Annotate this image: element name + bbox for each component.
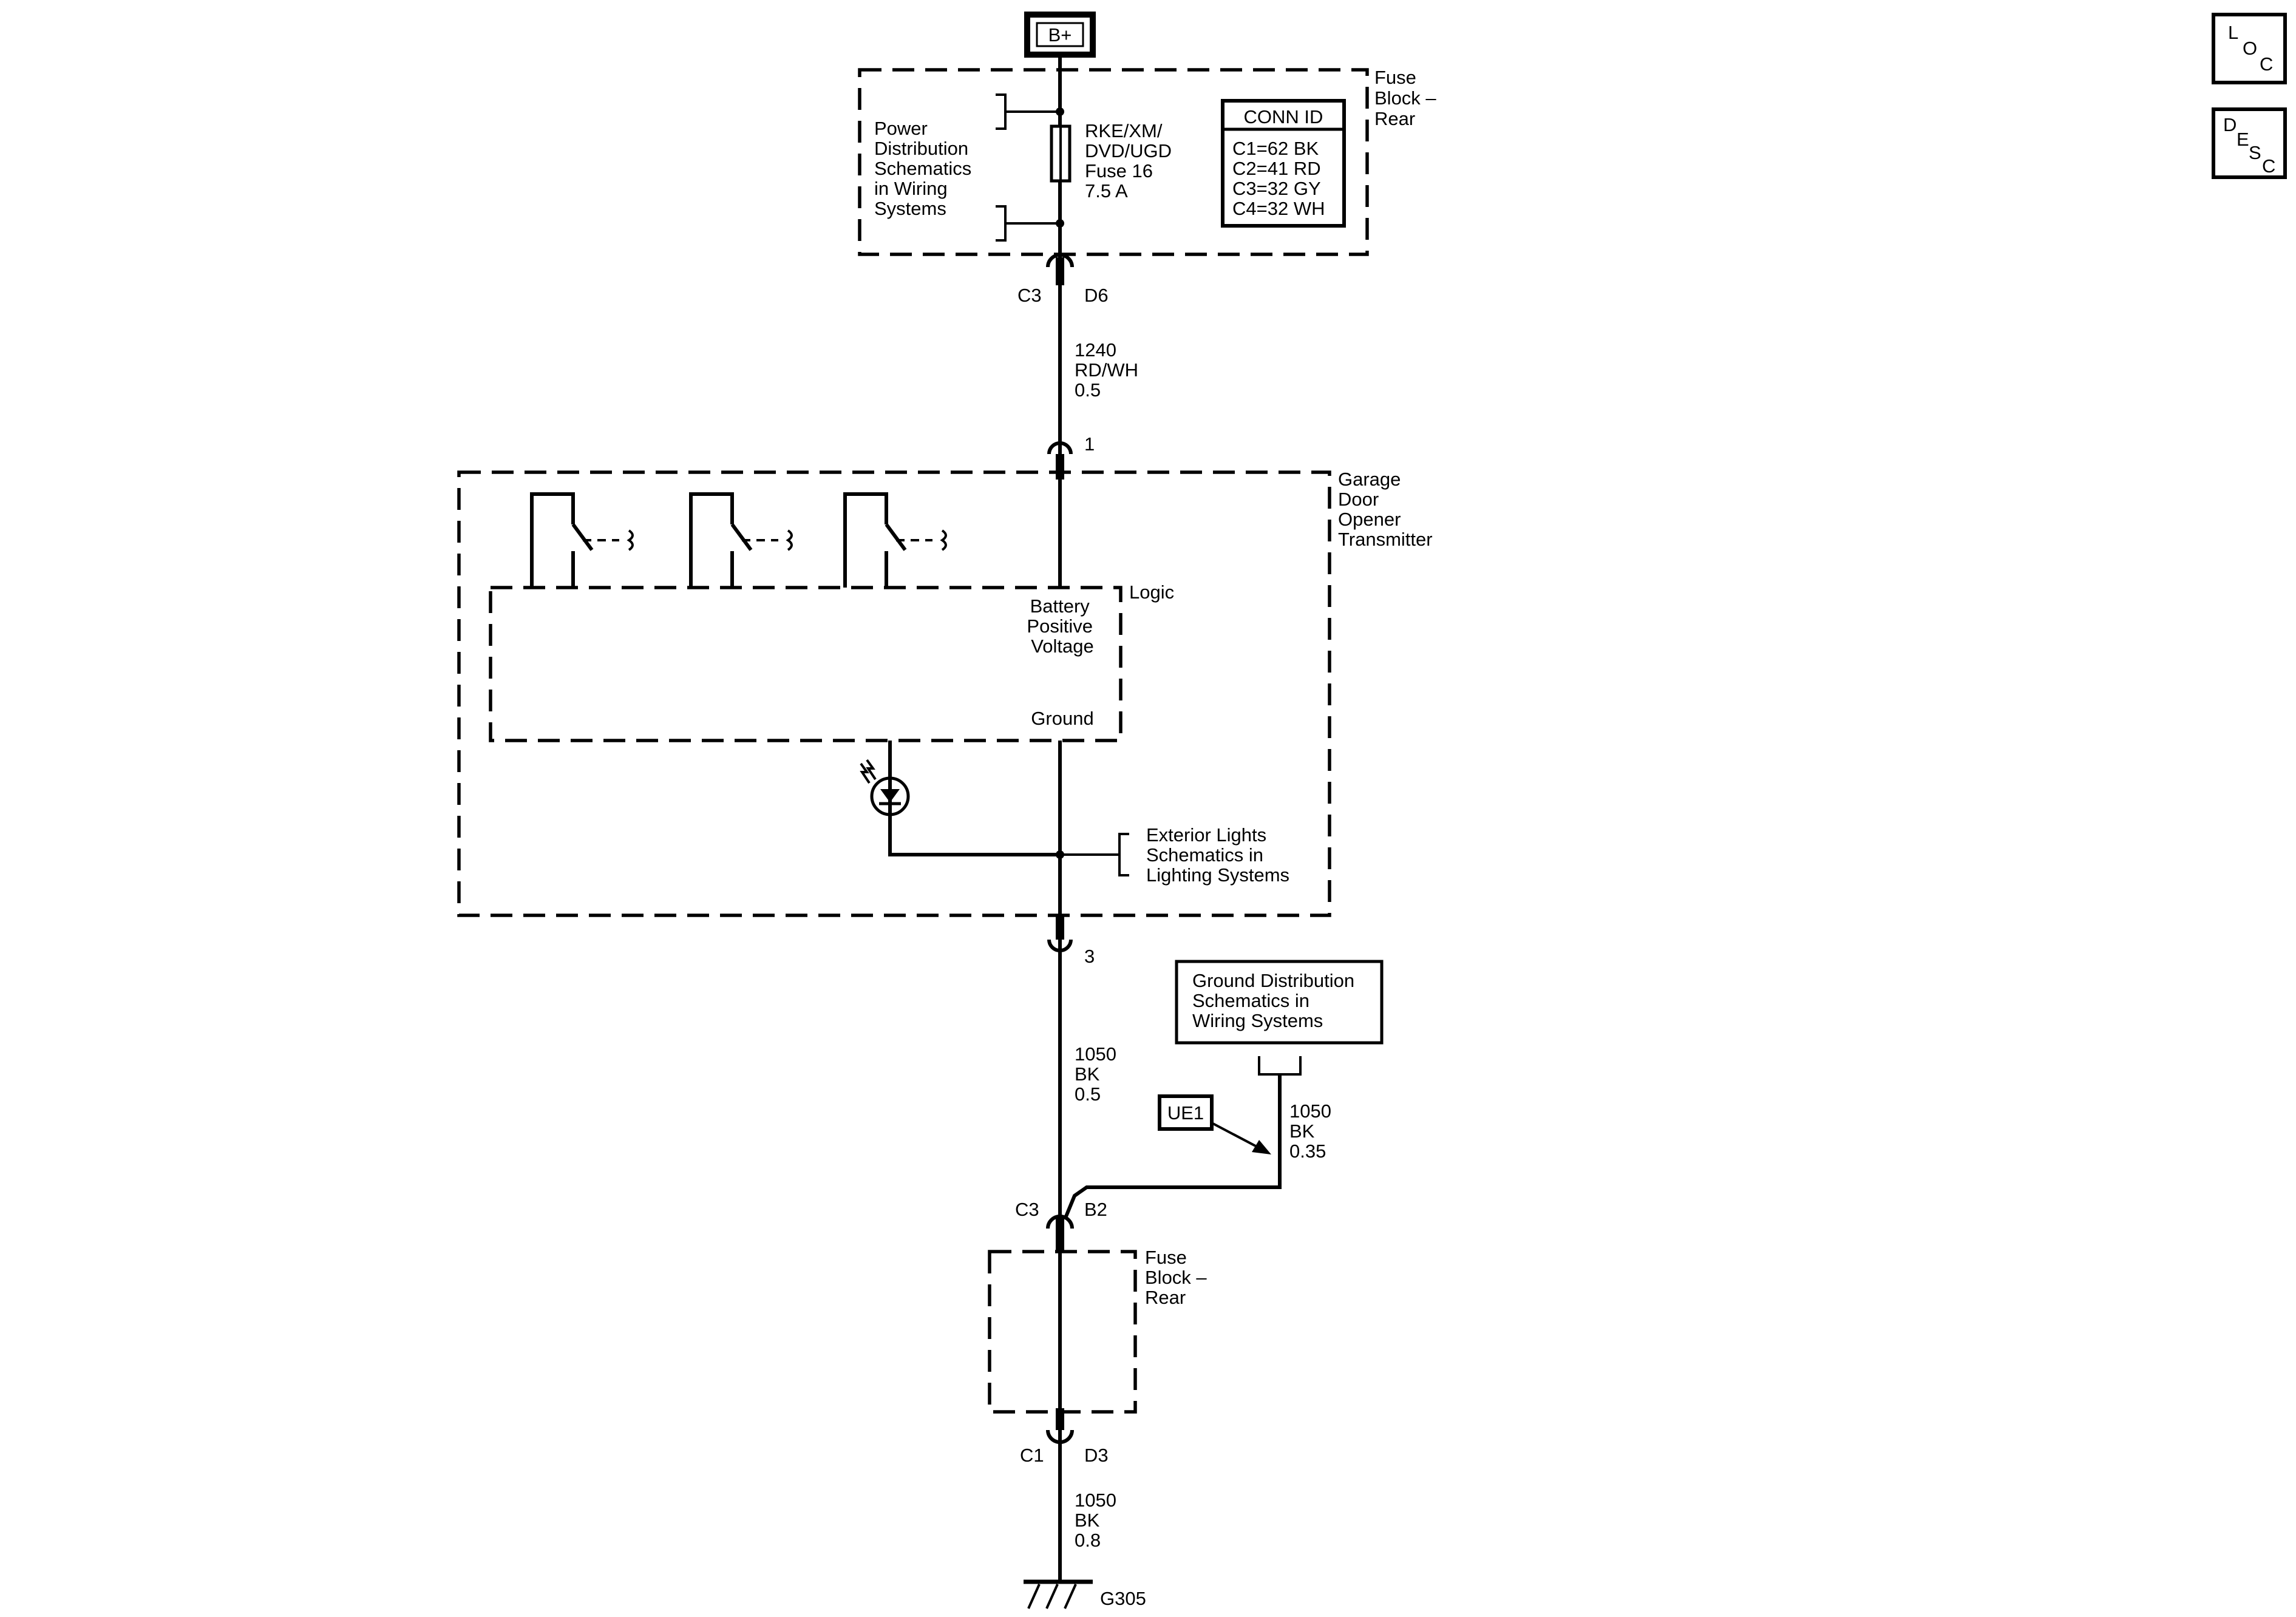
conn-id-row: C1=62 BK — [1232, 138, 1319, 159]
desc-icon[interactable]: D E S C — [2212, 107, 2287, 179]
svg-text:C: C — [2260, 53, 2273, 75]
connector-c1-d3: C1 D3 — [1020, 1408, 1109, 1466]
fuse-block-bottom-outline — [988, 1250, 1137, 1414]
svg-text:C: C — [2262, 155, 2275, 177]
power-distribution-ref: Power Distribution Schematics in Wiring … — [874, 118, 977, 219]
gdo-pin-3-label: 3 — [1084, 946, 1095, 967]
b-plus-label: B+ — [1048, 24, 1072, 46]
ground-label: Ground — [1031, 708, 1093, 729]
gdo-outline — [457, 470, 1331, 917]
gdo-title: Garage Door Opener Transmitter — [1338, 469, 1433, 550]
connector-c1-label: C1 — [1020, 1445, 1044, 1466]
wire-1240-label: 1240 RD/WH 0.5 — [1075, 339, 1144, 401]
ground-distribution-ref: Ground Distribution Schematics in Wiring… — [1175, 960, 1384, 1076]
switch-2 — [689, 492, 793, 588]
conn-id-row: C3=32 GY — [1232, 178, 1321, 199]
connector-c3-b-label: C3 — [1015, 1199, 1039, 1220]
power-ref-bracket-bottom — [996, 205, 1007, 242]
wire-1050-c-label: 1050 BK 0.8 — [1075, 1490, 1122, 1551]
gdo-pin-1-label: 1 — [1084, 433, 1095, 455]
fuse-block-top-outline — [858, 68, 1369, 256]
ue1-callout: UE1 — [1158, 1094, 1271, 1154]
wire-1050-branch — [1064, 1074, 1282, 1218]
svg-text:D: D — [2223, 114, 2237, 135]
svg-text:L: L — [2228, 22, 2238, 43]
connector-female-icon — [1047, 441, 1073, 455]
fuse-block-top: Fuse Block – Rear Power Distribution Sch… — [858, 67, 1441, 257]
ground-g305-icon: G305 — [1024, 1578, 1146, 1609]
conn-id-row: C2=41 RD — [1232, 158, 1321, 179]
logic-label: Logic — [1129, 581, 1174, 603]
connector-female-icon — [1046, 253, 1074, 268]
conn-id-row: C4=32 WH — [1232, 198, 1325, 219]
svg-text:S: S — [2249, 142, 2261, 163]
ue1-label: UE1 — [1167, 1102, 1204, 1124]
ground-g305-label: G305 — [1100, 1588, 1146, 1609]
switch-1 — [530, 492, 634, 588]
connector-c3-label: C3 — [1017, 285, 1042, 306]
loc-icon[interactable]: L O C — [2212, 13, 2287, 84]
exterior-lights-ref: Exterior Lights Schematics in Lighting S… — [1146, 824, 1289, 886]
arrow-icon — [1252, 1140, 1271, 1154]
led-icon — [860, 759, 910, 816]
power-ref-bracket-top — [996, 93, 1007, 130]
b-plus-source: B+ — [1024, 12, 1096, 58]
connector-b2-label: B2 — [1084, 1199, 1107, 1220]
wire-1050-a-label: 1050 BK 0.5 — [1075, 1043, 1122, 1105]
garage-door-opener-transmitter: Garage Door Opener Transmitter Logic Bat… — [457, 469, 1433, 917]
svg-text:E: E — [2237, 129, 2249, 150]
svg-text:Ground Distribution Sche: Ground Distribution Schematics in Wiring… — [1192, 970, 1360, 1031]
svg-text:Fuse Block – Rear: Fuse Block – Rear — [1145, 1247, 1212, 1308]
fuse-16-label: RKE/XM/ DVD/UGD Fuse 16 7.5 A — [1085, 120, 1177, 202]
fuse-block-bottom: Fuse Block – Rear — [988, 1247, 1212, 1414]
battery-positive-voltage-label: Battery Positive Voltage — [1027, 595, 1098, 657]
exterior-lights-bracket — [1118, 833, 1129, 876]
connector-d6-label: D6 — [1084, 285, 1109, 306]
gdo-pin-3: 3 — [1047, 915, 1095, 967]
connector-d3-label: D3 — [1084, 1445, 1109, 1466]
gdo-pin-1: 1 — [1047, 433, 1095, 480]
wire-1050-b-label: 1050 BK 0.35 — [1289, 1100, 1337, 1162]
connector-c3-d6: C3 D6 — [1017, 253, 1109, 306]
fuse-block-top-title: Fuse Block – Rear — [1374, 67, 1441, 129]
conn-id-table: CONN ID C1=62 BK C2=41 RD C3=32 GY C4=32… — [1221, 99, 1346, 228]
switch-3 — [843, 492, 947, 588]
logic-outline — [489, 586, 1123, 742]
conn-id-header: CONN ID — [1244, 106, 1323, 127]
svg-text:O: O — [2243, 38, 2257, 59]
connector-c3-b2: C3 B2 — [1015, 1199, 1107, 1253]
